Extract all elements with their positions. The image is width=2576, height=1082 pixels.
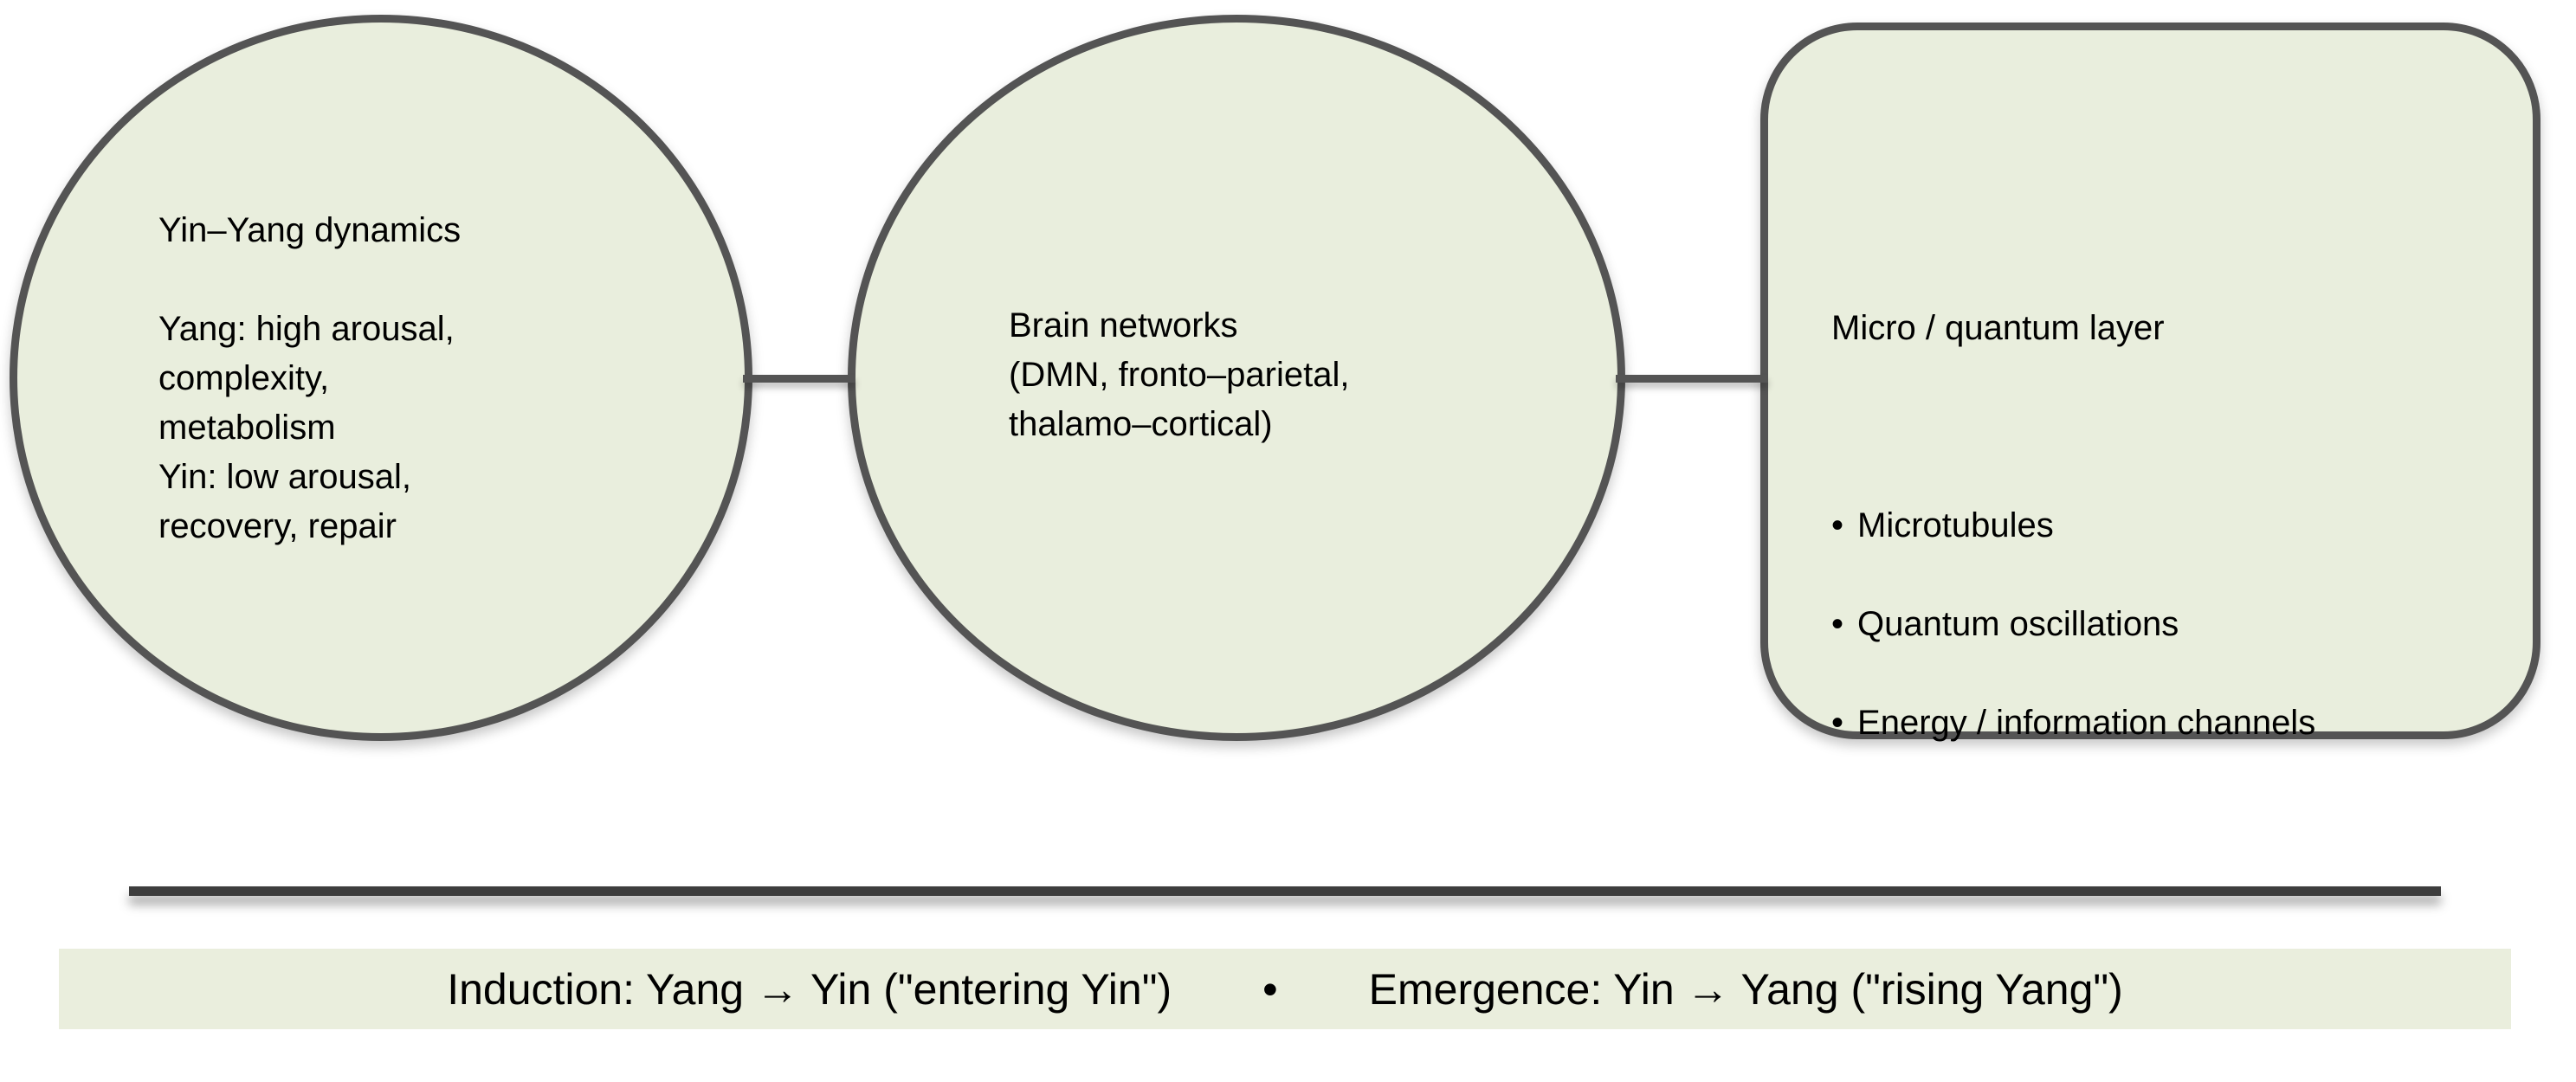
list-item-label: Microtubules [1857,506,2054,544]
yin-yang-dynamics-label: Yin–Yang dynamics Yang: high arousal, co… [158,211,462,545]
yin-yang-dynamics-circle [10,15,752,741]
micro-quantum-layer-content: Micro / quantum layer • Microtubules • Qua… [1831,254,2315,847]
list-item: • Microtubules [1831,501,2315,551]
footer-banner: Induction: Yang → Yin ("entering Yin") •… [59,949,2511,1029]
list-item: • Energy / information channels [1831,699,2315,748]
divider-line [129,886,2441,896]
micro-quantum-layer-title: Micro / quantum layer [1831,309,2165,347]
list-item-label: Quantum oscillations [1857,605,2179,643]
brain-networks-circle [848,15,1625,741]
micro-quantum-bullet-list: • Microtubules • Quantum oscillations • Ene… [1831,452,2315,797]
list-item: • Quantum oscillations [1831,600,2315,649]
list-item-label: Energy / information channels [1857,704,2316,742]
induction-label: Induction: Yang → Yin ("entering Yin") [447,964,1172,1014]
connector-brain-to-quantum [1616,375,1768,383]
micro-quantum-layer-box [1760,23,2540,739]
brain-networks-label: Brain networks (DMN, fronto–parietal, th… [1009,306,1350,443]
bullet-icon: • [1831,506,1844,544]
emergence-label: Emergence: Yin → Yang ("rising Yang") [1368,964,2123,1014]
connector-yinyang-to-brain [743,375,855,383]
separator-bullet-icon: • [1262,964,1278,1014]
bullet-icon: • [1831,704,1844,742]
bullet-icon: • [1831,605,1844,643]
